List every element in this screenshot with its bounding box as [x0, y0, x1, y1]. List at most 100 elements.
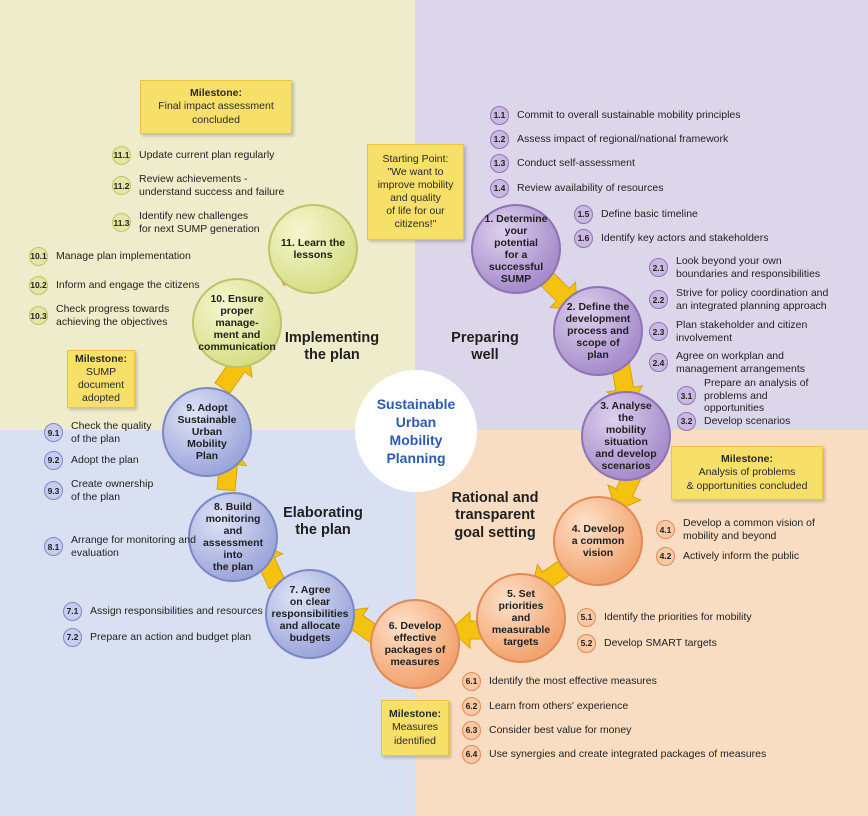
activity-label: Develop SMART targets [604, 637, 717, 650]
activity-label: Check the quality of the plan [71, 420, 152, 445]
activity-number: 5.2 [577, 634, 596, 653]
activity-label: Develop a common vision of mobility and … [683, 517, 815, 542]
activity-label: Adopt the plan [71, 454, 139, 467]
activity-6-3[interactable]: 6.3 Consider best value for money [462, 721, 631, 740]
step-2-circle[interactable]: 2. Define the development process and sc… [553, 286, 643, 376]
activity-7-2[interactable]: 7.2 Prepare an action and budget plan [63, 628, 251, 647]
center-title: Sustainable Urban Mobility Planning [355, 370, 477, 492]
activity-number: 1.5 [574, 205, 593, 224]
step-11-circle[interactable]: 11. Learn the lessons [268, 204, 358, 294]
activity-number: 2.4 [649, 353, 668, 373]
activity-6-2[interactable]: 6.2 Learn from others' experience [462, 697, 628, 716]
step-4-circle[interactable]: 4. Develop a common vision [553, 496, 643, 586]
activity-2-4[interactable]: 2.4 Agree on workplan and management arra… [649, 350, 805, 375]
activity-5-2[interactable]: 5.2 Develop SMART targets [577, 634, 717, 653]
activity-label: Review achievements - understand success… [139, 173, 285, 198]
activity-label: Use synergies and create integrated pack… [489, 748, 767, 761]
activity-6-4[interactable]: 6.4 Use synergies and create integrated p… [462, 745, 766, 764]
step-8-circle[interactable]: 8. Build monitoring and assessment into … [188, 492, 278, 582]
milestone-title: Milestone: [190, 87, 242, 100]
activity-number: 6.1 [462, 672, 481, 691]
activity-9-3[interactable]: 9.3 Create ownership of the plan [44, 478, 153, 503]
activity-number: 1.1 [490, 106, 509, 125]
phase-elaborating: Elaborating the plan [283, 505, 363, 539]
activity-number: 7.2 [63, 628, 82, 647]
activity-number: 4.2 [656, 547, 675, 566]
activity-label: Assess impact of regional/national frame… [517, 133, 729, 146]
activity-label: Consider best value for money [489, 724, 632, 737]
milestone-sump-adopted: Milestone: SUMP document adopted [67, 350, 135, 408]
activity-number: 10.2 [29, 276, 48, 295]
activity-number: 7.1 [63, 602, 82, 621]
step-5-circle[interactable]: 5. Set priorities and measurable targets [476, 573, 566, 663]
activity-11-2[interactable]: 11.2 Review achievements - understand suc… [112, 173, 284, 198]
activity-7-1[interactable]: 7.1 Assign responsibilities and resources [63, 602, 263, 621]
step-1-circle[interactable]: 1. Determine your potential for a succes… [471, 204, 561, 294]
activity-3-1[interactable]: 3.1 Prepare an analysis of problems and o… [677, 377, 808, 415]
activity-label: Assign responsibilities and resources [90, 605, 263, 618]
milestone-title: Milestone: [721, 453, 773, 466]
activity-number: 1.2 [490, 130, 509, 149]
phase-implementing: Implementing the plan [284, 330, 380, 364]
activity-number: 6.2 [462, 697, 481, 716]
activity-label: Create ownership of the plan [71, 478, 154, 503]
activity-label: Plan stakeholder and citizen involvement [676, 319, 808, 344]
milestone-title: Milestone: [75, 352, 127, 365]
step-7-circle[interactable]: 7. Agree on clear responsibilities and a… [265, 569, 355, 659]
activity-number: 3.1 [677, 386, 696, 406]
step-3-circle[interactable]: 3. Analyse the mobility situation and de… [581, 391, 671, 481]
step-10-circle[interactable]: 10. Ensure proper manage- ment and commu… [192, 278, 282, 368]
activity-label: Prepare an action and budget plan [90, 631, 252, 644]
activity-label: Identify the most effective measures [489, 675, 657, 688]
activity-2-3[interactable]: 2.3 Plan stakeholder and citizen involvem… [649, 319, 807, 344]
activity-number: 6.3 [462, 721, 481, 740]
activity-number: 1.3 [490, 154, 509, 173]
activity-number: 1.4 [490, 179, 509, 198]
activity-1-5[interactable]: 1.5 Define basic timeline [574, 205, 698, 224]
activity-label: Develop scenarios [704, 415, 791, 428]
activity-label: Define basic timeline [601, 208, 698, 221]
activity-label: Prepare an analysis of problems and oppo… [704, 377, 809, 415]
milestone-text: Analysis of problems & opportunities con… [686, 466, 808, 492]
activity-label: Learn from others' experience [489, 700, 629, 713]
milestone-measures: Milestone: Measures identified [381, 700, 449, 756]
activity-6-1[interactable]: 6.1 Identify the most effective measures [462, 672, 657, 691]
activity-label: Agree on workplan and management arrange… [676, 350, 805, 375]
activity-number: 11.1 [112, 146, 131, 165]
activity-label: Identify key actors and stakeholders [601, 232, 769, 245]
activity-number: 2.3 [649, 322, 668, 342]
activity-number: 11.3 [112, 213, 131, 233]
activity-label: Inform and engage the citizens [56, 279, 200, 292]
activity-number: 9.3 [44, 481, 63, 501]
step-9-circle[interactable]: 9. Adopt Sustainable Urban Mobility Plan [162, 387, 252, 477]
activity-1-2[interactable]: 1.2 Assess impact of regional/national fr… [490, 130, 728, 149]
activity-number: 11.2 [112, 176, 131, 196]
activity-10-2[interactable]: 10.2 Inform and engage the citizens [29, 276, 200, 295]
activity-label: Strive for policy coordination and an in… [676, 287, 829, 312]
milestone-analysis: Milestone: Analysis of problems & opport… [671, 446, 823, 500]
activity-9-2[interactable]: 9.2 Adopt the plan [44, 451, 139, 470]
milestone-text: Measures identified [391, 721, 439, 747]
activity-label: Look beyond your own boundaries and resp… [676, 255, 821, 280]
milestone-text: Final impact assessment concluded [158, 100, 274, 126]
activity-number: 6.4 [462, 745, 481, 764]
step-6-circle[interactable]: 6. Develop effective packages of measure… [370, 599, 460, 689]
activity-number: 10.1 [29, 247, 48, 266]
activity-number: 9.2 [44, 451, 63, 470]
